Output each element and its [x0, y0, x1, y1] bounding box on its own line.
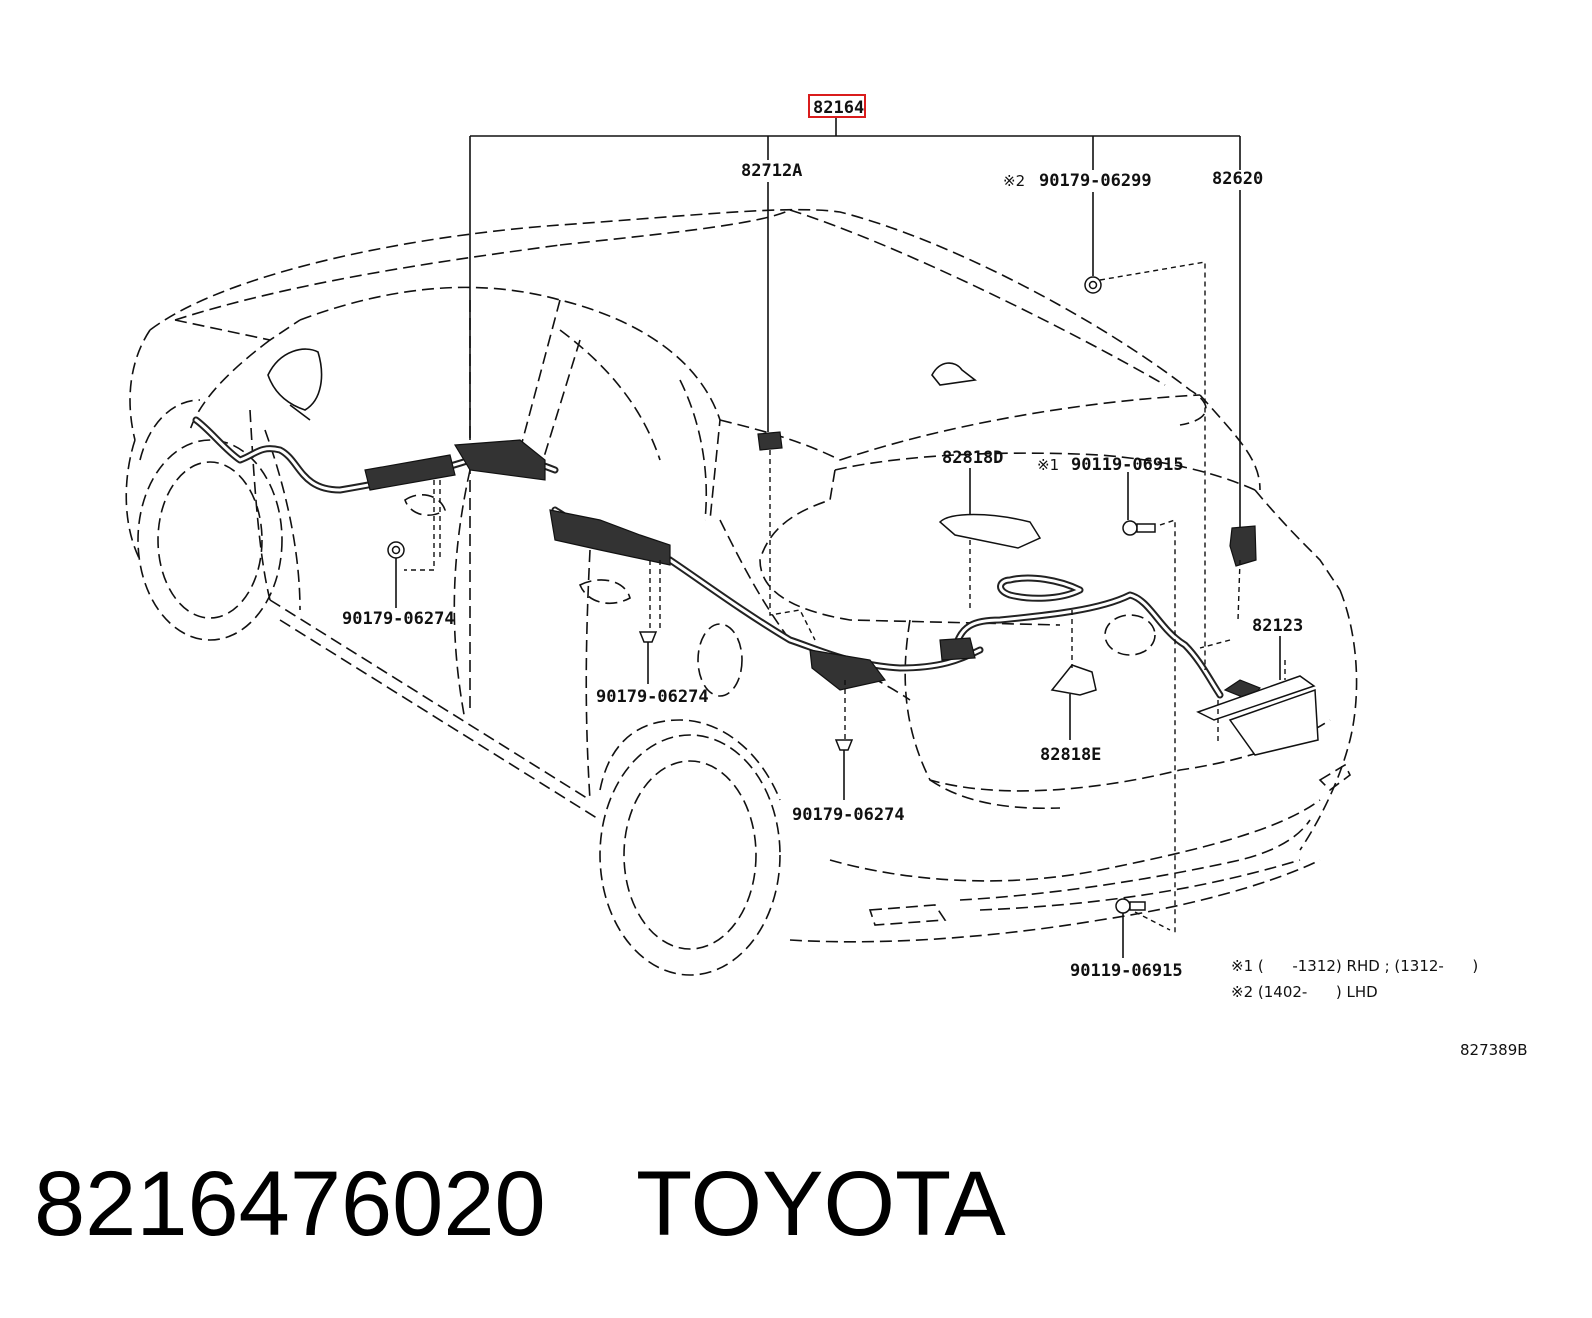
nut-90179-06299-icon — [1084, 276, 1102, 294]
bracket-82620-icon — [1229, 525, 1257, 567]
label-90179-06274-left[interactable]: 90179-06274 — [342, 609, 455, 629]
clip-90179-06274-mid-icon — [638, 631, 658, 643]
note-2: ※2 (1402- ) LHD — [1231, 983, 1378, 1001]
highlight-box — [808, 94, 866, 118]
label-90119-06915-top[interactable]: 90119-06915 — [1071, 455, 1184, 475]
protector-82818d-icon — [938, 513, 1042, 549]
label-90179-06274-low[interactable]: 90179-06274 — [792, 805, 905, 825]
diagram-code: 827389B — [1460, 1041, 1528, 1059]
note-1: ※1 ( -1312) RHD ; (1312- ) — [1231, 957, 1478, 975]
note2-mark-label: ※2 — [1003, 172, 1025, 190]
label-90179-06299[interactable]: 90179-06299 — [1039, 171, 1152, 191]
brand-name: TOYOTA — [636, 1153, 1006, 1255]
clip-82712a-icon — [757, 431, 783, 451]
bracket-82123-icon — [1196, 675, 1316, 721]
wire-harness — [192, 416, 1261, 701]
car-outline — [125, 208, 1358, 976]
parts — [387, 276, 1319, 914]
label-82818d[interactable]: 82818D — [942, 448, 1003, 468]
label-82818e[interactable]: 82818E — [1040, 745, 1101, 765]
label-82712a[interactable]: 82712A — [741, 161, 802, 181]
part-labels: 82164 82712A ※2 90179-06299 82620 82818D… — [342, 94, 1528, 1059]
leader-lines — [395, 118, 1286, 958]
nut-90179-06274-left-icon — [387, 541, 405, 559]
protector-82818e-icon — [1050, 664, 1097, 696]
label-90119-06915-bottom[interactable]: 90119-06915 — [1070, 961, 1183, 981]
note1-mark-label: ※1 — [1037, 456, 1059, 474]
clip-90179-06274-low-icon — [834, 739, 854, 751]
label-90179-06274-mid[interactable]: 90179-06274 — [596, 687, 709, 707]
bolt-90119-06915-bottom-icon — [1115, 898, 1146, 914]
label-82164[interactable]: 82164 — [813, 98, 864, 118]
bolt-90119-06915-top-icon — [1122, 520, 1156, 536]
label-82123[interactable]: 82123 — [1252, 616, 1303, 636]
part-number: 8216476020 — [34, 1153, 546, 1255]
label-82620[interactable]: 82620 — [1212, 169, 1263, 189]
